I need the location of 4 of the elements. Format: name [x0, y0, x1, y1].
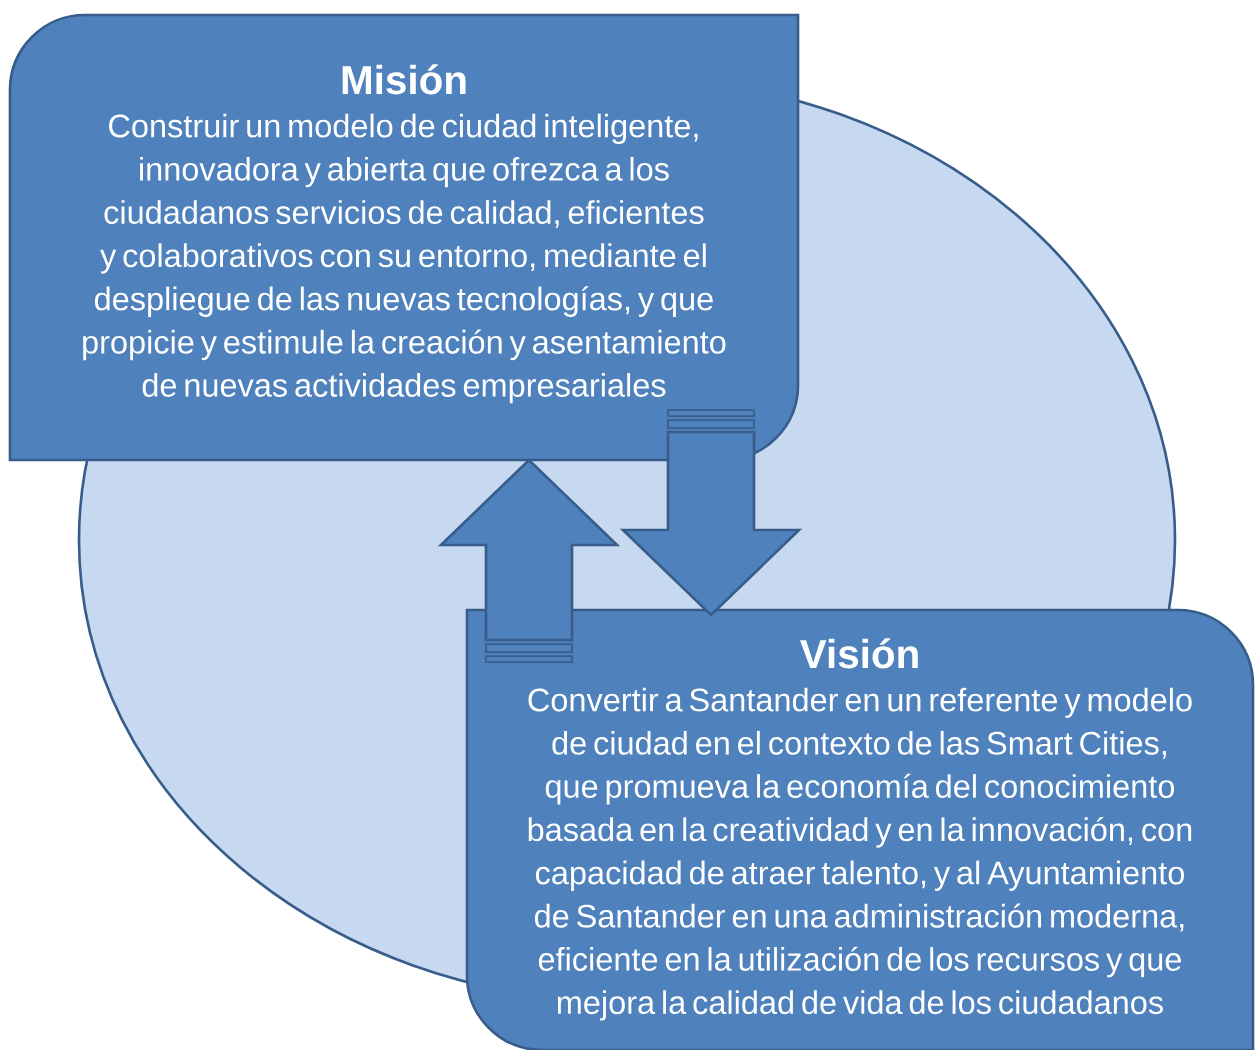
block-arrow [437, 458, 621, 642]
mission-box: Misión Construir un modelo de ciudad inteligente, innovadora y abierta que ofrezca a los ciudadanos servicios de calidad, eficientes y colaborativos con su entorno, mediante el despliegue de las nuevas tecnologías, y que propicie y estimule la creación y asentamiento de nuevas actividades empresariales [8, 13, 800, 462]
block-arrow [619, 430, 803, 617]
vision-box: Visión Convertir a Santander en un referente y modelo de ciudad en el contexto de las Smart Cities, que promueva la economía del conocimiento basada en la creatividad y en la innovación, con capacidad de atraer talento, y al Ayuntamiento de Santander en una administración moderna, eficiente en la utilización de los recursos y que mejora la calidad de vida de los ciudadanos [465, 608, 1255, 1050]
